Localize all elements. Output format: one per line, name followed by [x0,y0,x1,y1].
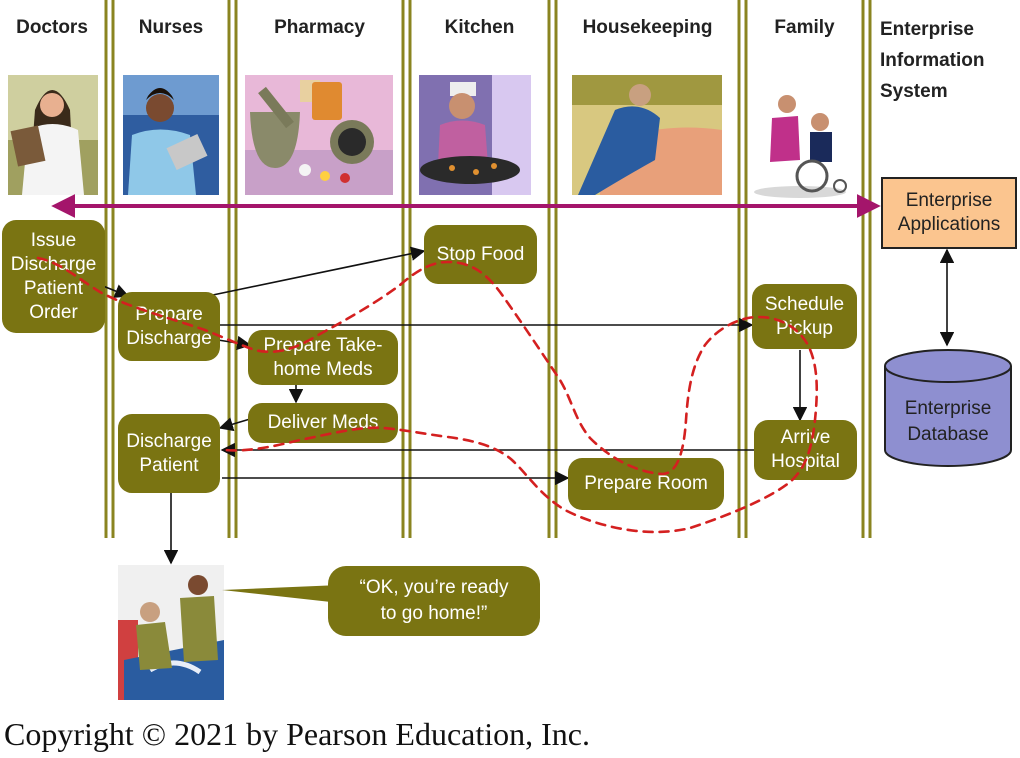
enterprise-database-cylinder [884,349,1012,467]
arrow-prepare-to-meds [217,335,252,351]
housekeeping-picture [572,75,722,195]
kitchen-picture [419,75,531,195]
doctor-picture [8,75,98,195]
lane-title-nurses: Nurses [138,17,204,38]
lane-title-kitchen: Kitchen [444,17,515,38]
nurse-picture [123,75,219,195]
step-prepare-take-home-meds: Prepare Take-home Meds [248,330,398,385]
lane-title-enterprise-information-system: Enterprise Information System [880,19,985,102]
speech-bubble-tail [222,585,340,603]
lane-title-pharmacy: Pharmacy [274,17,365,38]
enterprise-database-label: Enterprise Database [904,398,992,445]
pharmacy-picture [245,75,393,195]
lane-title-housekeeping: Housekeeping [582,17,713,38]
family-picture [752,75,852,198]
step-deliver-meds: Deliver Meds [248,403,398,443]
arrow-prepare-to-stopfood [207,246,426,297]
copyright-notice: Copyright © 2021 by Pearson Education, I… [4,716,590,752]
lane-title-family: Family [774,17,835,38]
lane-title-doctors: Doctors [16,17,88,38]
discharge-picture [118,565,224,700]
step-prepare-room: Prepare Room [568,458,724,510]
step-stop-food: Stop Food [424,225,537,284]
